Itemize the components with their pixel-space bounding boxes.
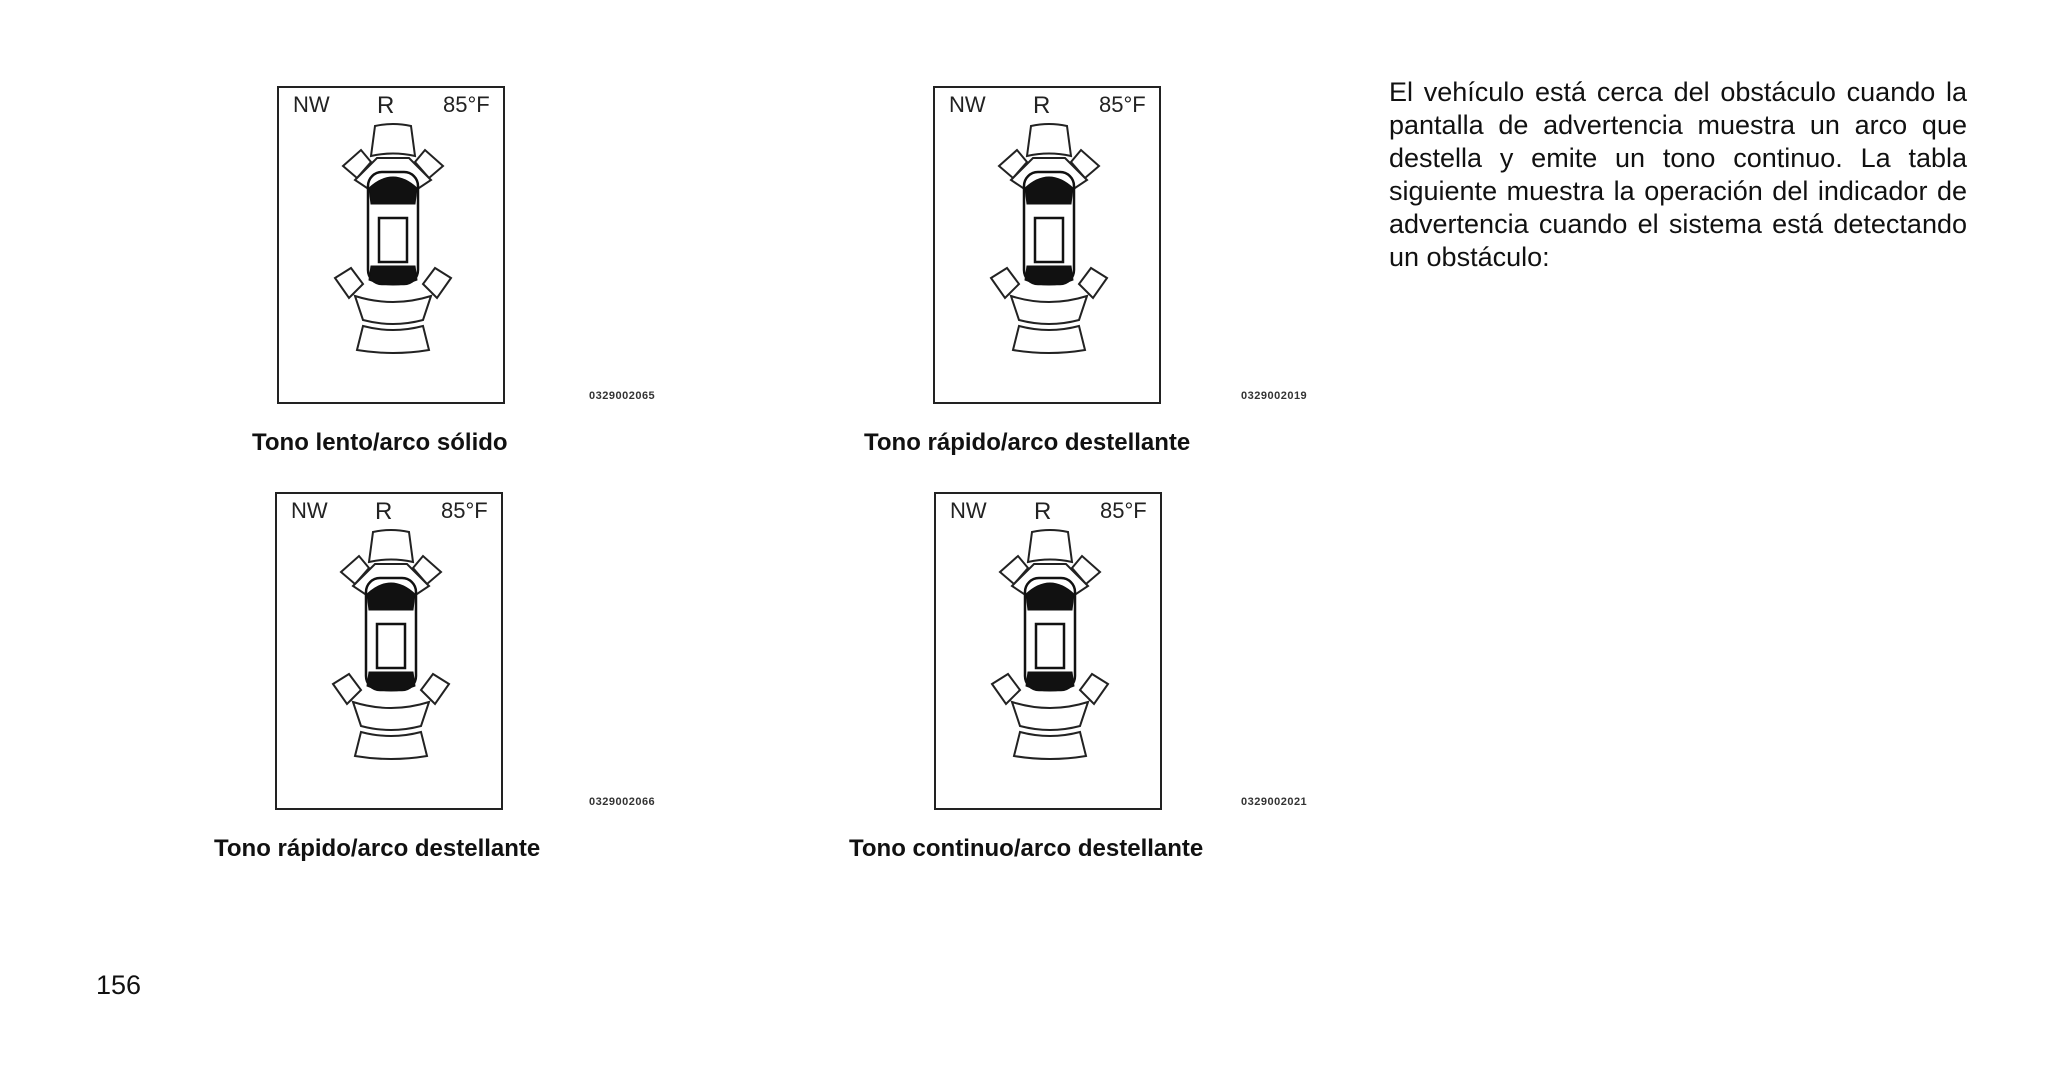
rear-outer-arc bbox=[1011, 324, 1087, 354]
body-paragraph: El vehículo está cerca del obstáculo cua… bbox=[1389, 77, 1967, 272]
park-assist-display-4: NW R 85°F bbox=[934, 492, 1162, 810]
rear-inner-arc bbox=[351, 700, 431, 731]
rear-inner-arc bbox=[353, 294, 433, 325]
front-left-arc bbox=[339, 554, 371, 586]
rear-left-arc bbox=[333, 266, 365, 300]
front-right-arc bbox=[1070, 554, 1102, 586]
compass-direction: NW bbox=[293, 92, 330, 117]
front-right-arc bbox=[411, 554, 443, 586]
rear-inner-arc bbox=[1010, 700, 1090, 731]
figure-caption: Tono rápido/arco destellante bbox=[214, 835, 541, 862]
figure-caption: Tono continuo/arco destellante bbox=[849, 835, 1204, 862]
gear-indicator: R bbox=[1033, 92, 1051, 119]
outside-temperature: 85°F bbox=[1100, 498, 1147, 523]
rear-outer-arc bbox=[1012, 730, 1088, 760]
outside-temperature: 85°F bbox=[1099, 92, 1146, 117]
page-number: 156 bbox=[96, 970, 142, 1000]
figure-code: 0329002066 bbox=[589, 796, 656, 808]
front-center-arc bbox=[1026, 529, 1074, 564]
front-right-arc bbox=[1069, 148, 1101, 180]
car-hood bbox=[1025, 582, 1075, 611]
compass-direction: NW bbox=[950, 498, 987, 523]
vehicle-sensor-diagram bbox=[333, 123, 453, 354]
figure-code: 0329002019 bbox=[1241, 390, 1308, 402]
compass-direction: NW bbox=[949, 92, 986, 117]
rear-outer-arc bbox=[353, 730, 429, 760]
car-roof bbox=[1033, 216, 1065, 264]
park-assist-display-2: NW R 85°F bbox=[933, 86, 1161, 404]
rear-right-arc bbox=[421, 266, 453, 300]
car-roof bbox=[1034, 622, 1066, 670]
gear-indicator: R bbox=[377, 92, 395, 119]
rear-left-arc bbox=[331, 672, 363, 706]
car-rear bbox=[1025, 671, 1075, 692]
rear-right-arc bbox=[1077, 266, 1109, 300]
car-hood bbox=[368, 176, 418, 205]
car-roof bbox=[377, 216, 409, 264]
compass-direction: NW bbox=[291, 498, 328, 523]
figure-caption: Tono lento/arco sólido bbox=[252, 429, 508, 456]
car-rear bbox=[368, 265, 418, 286]
rear-outer-arc bbox=[355, 324, 431, 354]
car-hood bbox=[366, 582, 416, 611]
figure-code: 0329002021 bbox=[1241, 796, 1308, 808]
park-assist-display-1: NW R 85°F bbox=[277, 86, 505, 404]
rear-right-arc bbox=[419, 672, 451, 706]
outside-temperature: 85°F bbox=[441, 498, 488, 523]
front-center-arc bbox=[369, 123, 417, 158]
vehicle-sensor-diagram bbox=[989, 123, 1109, 354]
rear-left-arc bbox=[989, 266, 1021, 300]
car-roof bbox=[375, 622, 407, 670]
front-center-arc bbox=[367, 529, 415, 564]
front-left-arc bbox=[341, 148, 373, 180]
figure-code: 0329002065 bbox=[589, 390, 656, 402]
front-left-arc bbox=[998, 554, 1030, 586]
gear-indicator: R bbox=[375, 498, 393, 525]
vehicle-sensor-diagram bbox=[331, 529, 451, 760]
park-assist-display-3: NW R 85°F bbox=[275, 492, 503, 810]
rear-left-arc bbox=[990, 672, 1022, 706]
front-center-arc bbox=[1025, 123, 1073, 158]
car-hood bbox=[1024, 176, 1074, 205]
gear-indicator: R bbox=[1034, 498, 1052, 525]
car-rear bbox=[366, 671, 416, 692]
rear-inner-arc bbox=[1009, 294, 1089, 325]
car-rear bbox=[1024, 265, 1074, 286]
front-right-arc bbox=[413, 148, 445, 180]
outside-temperature: 85°F bbox=[443, 92, 490, 117]
figure-caption: Tono rápido/arco destellante bbox=[864, 429, 1191, 456]
rear-right-arc bbox=[1078, 672, 1110, 706]
front-left-arc bbox=[997, 148, 1029, 180]
vehicle-sensor-diagram bbox=[990, 529, 1110, 760]
